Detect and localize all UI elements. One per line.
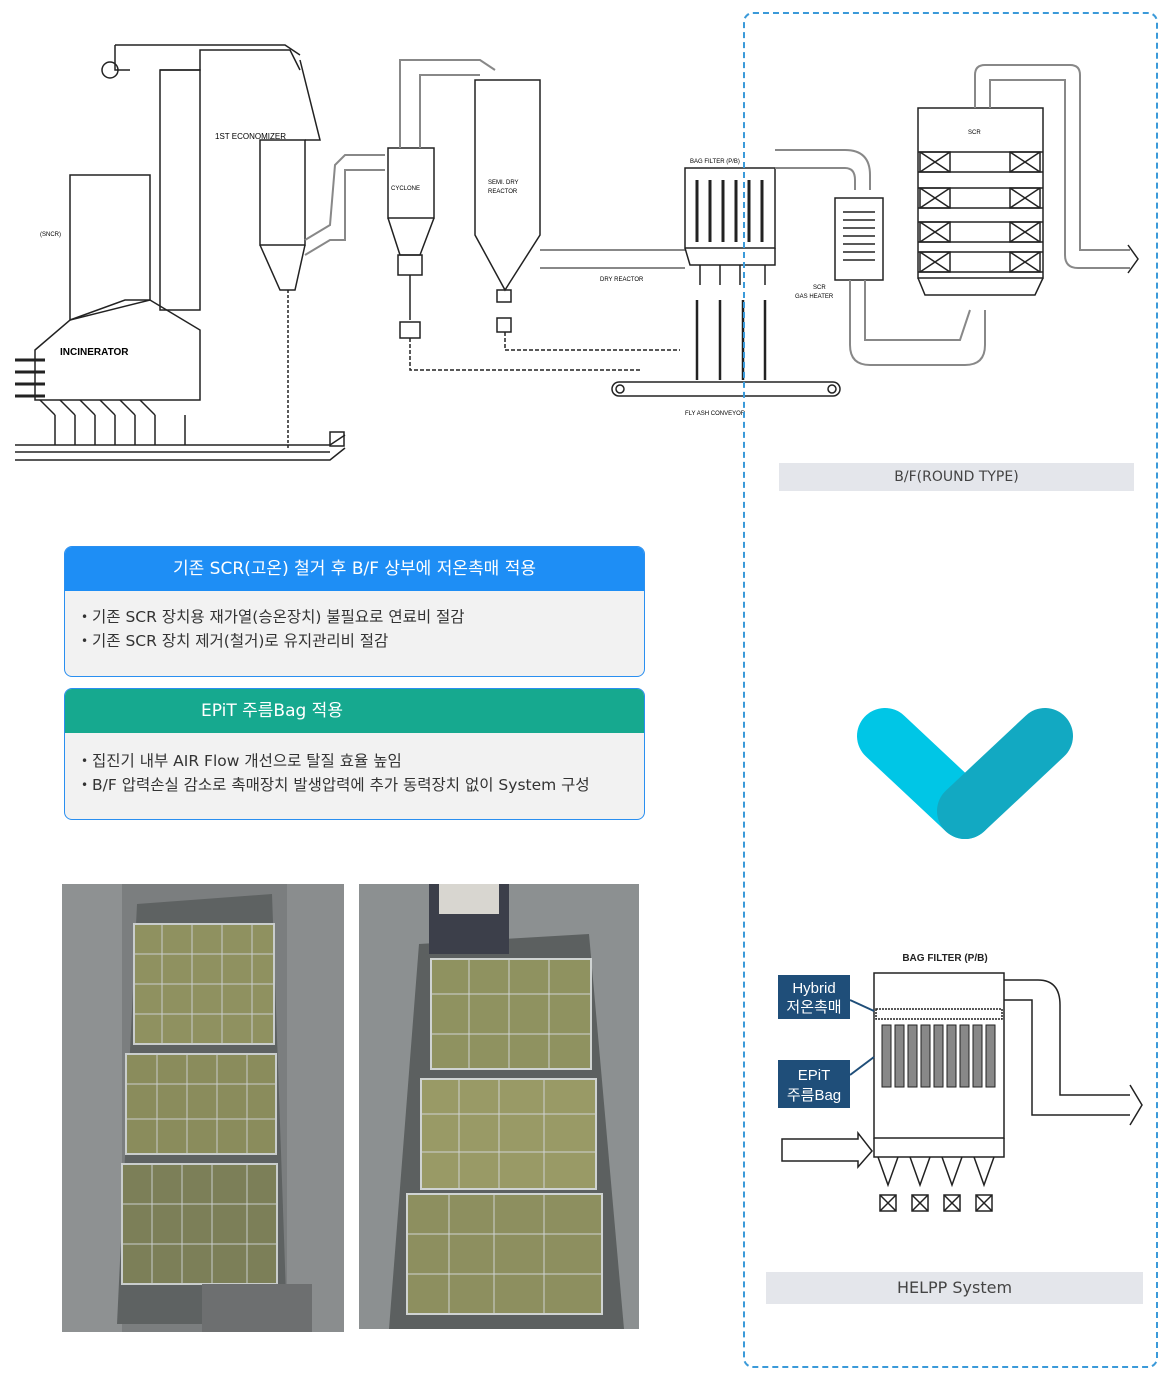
helpp-diagram-title: BAG FILTER (P/B) [902, 953, 987, 964]
scr-label: SCR [968, 130, 981, 136]
sncr-label: (SNCR) [40, 232, 61, 238]
semi-dry-label-1: SEMI. DRY [488, 180, 519, 186]
catalyst-photo-right [359, 884, 639, 1329]
epit-bag-card: EPiT 주름Bag 적용 집진기 내부 AIR Flow 개선으로 탈질 효율… [64, 688, 645, 820]
list-item: 집진기 내부 AIR Flow 개선으로 탈질 효율 높임 [81, 749, 628, 773]
scr-removal-card-bullets: 기존 SCR 장치용 재가열(승온장치) 불필요로 연료비 절감 기존 SCR … [65, 591, 644, 663]
helpp-system-caption: HELPP System [766, 1272, 1143, 1304]
scr-removal-card-title: 기존 SCR(고온) 철거 후 B/F 상부에 저온촉매 적용 [65, 547, 644, 591]
list-item: 기존 SCR 장치 제거(철거)로 유지관리비 절감 [81, 629, 628, 653]
epit-bag-card-title: EPiT 주름Bag 적용 [65, 689, 644, 733]
epit-label-line1: EPiT [798, 1067, 831, 1084]
bf-round-type-caption: B/F(ROUND TYPE) [779, 463, 1134, 491]
economizer-label: 1ST ECONOMIZER [215, 132, 286, 141]
dry-reactor-label: DRY REACTOR [600, 277, 644, 283]
incinerator-label: INCINERATOR [60, 347, 129, 358]
scr-heater-label-1: SCR [813, 285, 826, 291]
scr-removal-card: 기존 SCR(고온) 철거 후 B/F 상부에 저온촉매 적용 기존 SCR 장… [64, 546, 645, 677]
scr-heater-label-2: GAS HEATER [795, 294, 834, 300]
list-item: 기존 SCR 장치용 재가열(승온장치) 불필요로 연료비 절감 [81, 605, 628, 629]
down-arrow-icon [857, 586, 1073, 839]
epit-label-line2: 주름Bag [787, 1087, 841, 1104]
list-item: B/F 압력손실 감소로 촉매장치 발생압력에 추가 동력장치 없이 Syste… [81, 773, 628, 797]
hybrid-label-line2: 저온촉매 [786, 999, 841, 1016]
bag-filter-label: BAG FILTER (P/B) [690, 159, 740, 165]
catalyst-photo-left [62, 884, 344, 1332]
fly-ash-conveyor-label: FLY ASH CONVEYOR [685, 411, 746, 417]
cyclone-label: CYCLONE [391, 186, 420, 192]
semi-dry-label-2: REACTOR [488, 189, 518, 195]
epit-bag-card-bullets: 집진기 내부 AIR Flow 개선으로 탈질 효율 높임 B/F 압력손실 감… [65, 733, 644, 807]
helpp-highlight-frame [743, 12, 1158, 1368]
process-diagram: 1ST ECONOMIZER (SNCR) INCINERATOR CYCLON… [15, 44, 1139, 461]
helpp-bag-filter-diagram: BAG FILTER (P/B) Hybrid 저온촉매 EPiT 주름Bag [778, 953, 1143, 1212]
hybrid-label-line1: Hybrid [792, 980, 835, 997]
